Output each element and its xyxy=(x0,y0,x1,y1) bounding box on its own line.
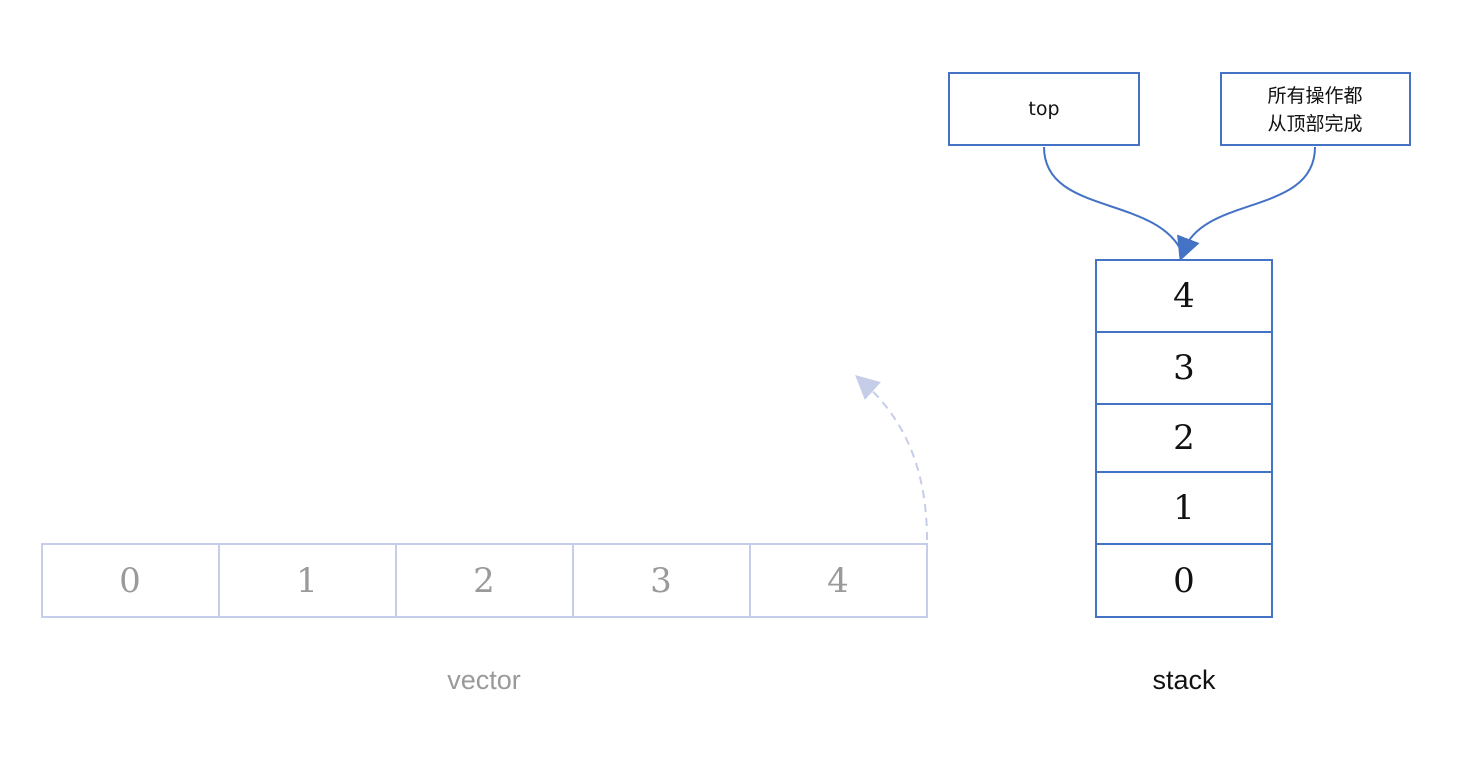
stack-cell-value: 1 xyxy=(1173,488,1195,528)
top-connector xyxy=(1043,146,1183,253)
vector-cell-value: 2 xyxy=(473,561,495,601)
vector-cell: 4 xyxy=(749,543,928,618)
stack-cell-value: 0 xyxy=(1173,561,1195,601)
stack-cell: 3 xyxy=(1095,331,1273,405)
vector-cell-value: 0 xyxy=(119,561,141,601)
top-label: top xyxy=(1028,98,1059,120)
note-line-1: 所有操作都 xyxy=(1267,85,1362,107)
note-line-2: 从顶部完成 xyxy=(1267,113,1362,135)
vector-cell: 2 xyxy=(395,543,574,618)
vector-cell-value: 1 xyxy=(296,561,318,601)
stack-caption: stack xyxy=(1152,665,1216,695)
vector-cell: 0 xyxy=(41,543,220,618)
note-connector-arrow xyxy=(1177,146,1316,262)
stack-cell-value: 2 xyxy=(1173,418,1195,458)
stack-cell-value: 4 xyxy=(1173,276,1195,316)
top-label-box: top xyxy=(948,72,1140,146)
note-box: 所有操作都 从顶部完成 xyxy=(1220,72,1411,146)
vector-cell: 3 xyxy=(572,543,751,618)
vector-array: 0 1 2 3 4 xyxy=(41,543,928,618)
stack-cell: 4 xyxy=(1095,259,1273,333)
stack-cell: 0 xyxy=(1095,543,1273,618)
stack-column: 4 3 2 1 0 xyxy=(1095,259,1273,618)
vector-cell-value: 4 xyxy=(827,561,849,601)
stack-cell: 1 xyxy=(1095,471,1273,545)
stack-cell: 2 xyxy=(1095,403,1273,473)
dashed-arrow xyxy=(855,374,928,541)
stack-cell-value: 3 xyxy=(1173,348,1195,388)
vector-caption: vector xyxy=(447,665,521,695)
vector-cell: 1 xyxy=(218,543,397,618)
vector-cell-value: 3 xyxy=(650,561,672,601)
